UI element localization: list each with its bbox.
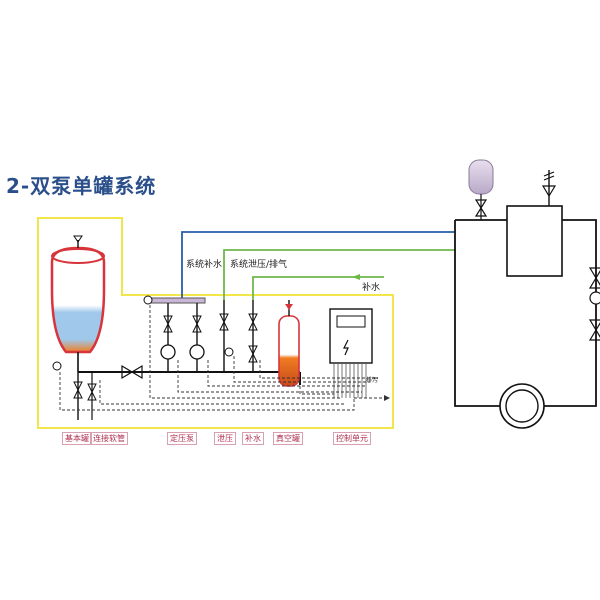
signal-lines: [59, 305, 378, 411]
safety-valve-spring-icon: [543, 171, 555, 181]
label-drain: 排污: [366, 377, 379, 384]
pump-2-icon: [189, 344, 205, 360]
component-tag-connection-pipe: 连接软管: [90, 432, 128, 445]
tank-top-valve-icon: [73, 235, 83, 243]
control-display: [336, 315, 366, 328]
diagram-title: 2-双泵单罐系统: [6, 174, 157, 198]
pump-manifold: [149, 297, 206, 304]
power-icon: [343, 339, 349, 356]
pump1-valve-icon: [163, 315, 173, 326]
loop-valve-icon: [588, 319, 600, 332]
component-tag-relief: 泄压: [214, 432, 236, 445]
manifold-gauge-icon: [143, 295, 153, 305]
vacuum-tank-vessel: [278, 315, 300, 387]
system-supply-line: [181, 231, 455, 300]
expansion-tank: [468, 159, 494, 195]
connection-valve-icon: [121, 364, 134, 380]
label-system-relief: 系统泄压/排气: [230, 260, 288, 270]
component-tag-makeup: 补水: [242, 432, 264, 445]
pump-1-icon: [160, 344, 176, 360]
component-tag-base-tank: 基本罐: [62, 432, 92, 445]
boiler-box: [506, 205, 563, 277]
pressure-gauge-icon: [52, 361, 62, 371]
loop-check-valve-icon: [588, 267, 600, 280]
makeup-valve-icon: [248, 313, 258, 324]
relief-solenoid-icon: [224, 347, 234, 357]
loop-pump-icon: [589, 291, 600, 305]
safety-valve-icon: [541, 185, 557, 198]
component-tag-control-unit: 控制单元: [333, 432, 371, 445]
component-tag-pressure-pump: 定压泵: [167, 432, 197, 445]
equipment-frame: [37, 217, 394, 429]
label-system-supply: 系统补水: [186, 260, 223, 270]
component-tag-vacuum-tank: 真空罐: [273, 432, 303, 445]
makeup-solenoid-icon: [248, 345, 258, 356]
makeup-arrow: [352, 274, 360, 280]
label-makeup-water: 补水: [362, 283, 381, 293]
makeup-water-line: [252, 276, 384, 300]
system-relief-line: [223, 249, 455, 300]
relief-valve-icon: [219, 313, 229, 324]
control-wires: [333, 363, 367, 398]
pump2-valve-icon: [192, 315, 202, 326]
